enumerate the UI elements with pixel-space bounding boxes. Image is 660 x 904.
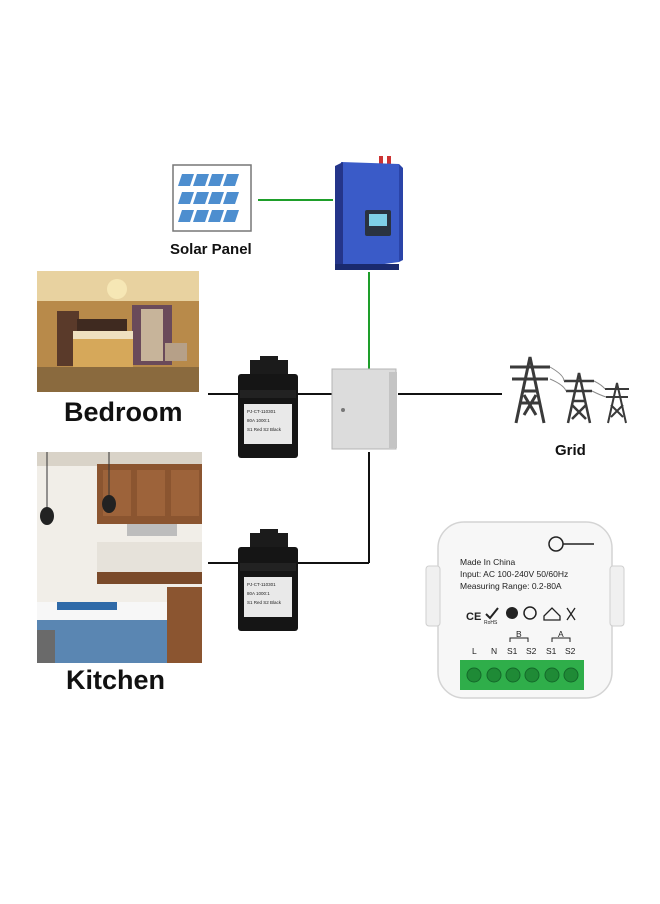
terminal-label-a-s2: S2	[565, 646, 576, 656]
ct-clamp-label: PJ-CT-110301 80A 1000:1 S1 Red S2 Black	[244, 577, 292, 617]
rohs-mark: RoHS	[484, 620, 498, 626]
bedroom-photo	[37, 271, 199, 392]
terminal-label-b-s1: S1	[507, 646, 518, 656]
solar-panel-icon	[172, 164, 252, 232]
ct-wiring: S1 Red S2 Black	[247, 427, 282, 432]
tower-large	[510, 356, 550, 424]
terminal-label-l: L	[472, 646, 477, 656]
ct-model: PJ-CT-110301	[247, 582, 276, 587]
kitchen-photo	[37, 452, 202, 663]
ct-rating: 80A 1000:1	[247, 591, 270, 596]
device-made-in: Made In China	[460, 557, 516, 567]
terminal-group-a: A	[558, 629, 564, 639]
distribution-box-icon	[331, 368, 399, 452]
ct-rating: 80A 1000:1	[247, 418, 270, 423]
terminal-label-n: N	[491, 646, 498, 656]
tower-medium	[564, 372, 594, 424]
terminal-label-a-s1: S1	[546, 646, 557, 656]
power-grid-icon	[502, 345, 635, 425]
bedroom-label: Bedroom	[64, 397, 183, 427]
tower-small	[605, 382, 629, 424]
ce-mark: CE	[466, 611, 481, 623]
device-measuring-range: Measuring Range: 0.2-80A	[460, 581, 562, 591]
ct-clamp-bedroom: PJ-CT-110301 80A 1000:1 S1 Red S2 Black	[236, 356, 300, 458]
ct-clamp-kitchen: PJ-CT-110301 80A 1000:1 S1 Red S2 Black	[236, 529, 300, 631]
grid-label: Grid	[555, 442, 586, 459]
terminal-label-b-s2: S2	[526, 646, 537, 656]
inverter-icon	[333, 152, 405, 272]
kitchen-label: Kitchen	[66, 665, 166, 695]
ct-clamp-label: PJ-CT-110301 80A 1000:1 S1 Red S2 Black	[244, 404, 292, 444]
energy-meter-device: CE RoHS Made In China Input: AC 100-240V…	[424, 520, 626, 700]
ct-model: PJ-CT-110301	[247, 409, 276, 414]
device-input-spec: Input: AC 100-240V 50/60Hz	[460, 569, 569, 579]
solar-panel-label: Solar Panel	[170, 241, 252, 258]
ct-wiring: S1 Red S2 Black	[247, 600, 282, 605]
terminal-group-b: B	[516, 629, 522, 639]
